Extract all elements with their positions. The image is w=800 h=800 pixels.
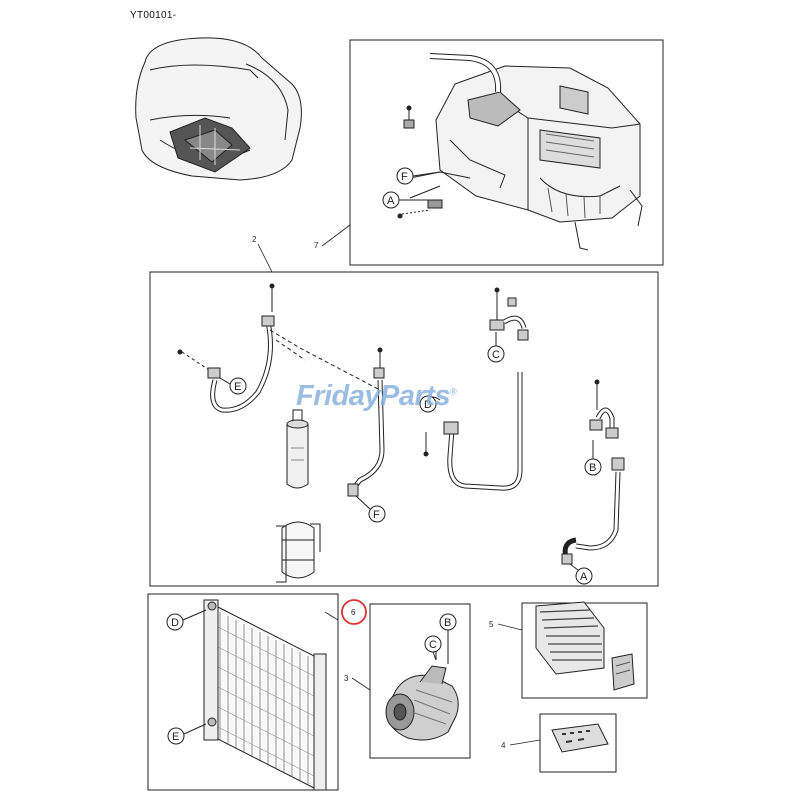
svg-text:A: A <box>580 571 588 583</box>
callout-b-compressor: B <box>439 613 457 640</box>
callout-f-hose: F <box>355 495 386 523</box>
watermark-logo: FridayParts® <box>296 380 457 413</box>
svg-text:B: B <box>589 462 596 474</box>
part-number-2: 2 <box>252 235 257 244</box>
air-filter <box>535 601 635 691</box>
svg-text:C: C <box>429 639 437 651</box>
svg-text:E: E <box>234 381 241 393</box>
watermark-brand: Friday <box>296 380 381 412</box>
compressor <box>385 640 459 741</box>
box-condenser <box>147 593 339 791</box>
svg-text:F: F <box>401 171 408 183</box>
svg-text:B: B <box>444 617 451 629</box>
box-compressor <box>369 603 471 759</box>
control-panel <box>551 723 609 753</box>
callout-markers: F A E C F D B <box>166 167 602 745</box>
watermark-brand-2: Parts <box>380 380 451 412</box>
hose-assembly-center <box>347 347 385 497</box>
highlight-circle <box>341 599 367 625</box>
callout-c-compressor: C <box>424 635 442 661</box>
svg-text:E: E <box>172 731 179 743</box>
box-hvac-unit <box>349 39 664 266</box>
callout-c-hose: C <box>487 332 505 363</box>
cab-illustration <box>135 37 302 181</box>
hose-assembly-right <box>561 379 625 565</box>
receiver-drier <box>286 409 309 489</box>
callout-b-hose: B <box>584 440 602 476</box>
part-number-4: 4 <box>501 741 506 750</box>
svg-text:C: C <box>492 349 500 361</box>
callout-d-hose: D <box>419 395 437 413</box>
condenser <box>203 599 327 791</box>
callout-e-hose: E <box>219 377 247 395</box>
part-number-6: 6 <box>351 608 356 617</box>
svg-text:D: D <box>171 617 179 629</box>
diagram-code: YT00101- <box>130 10 177 21</box>
svg-text:F: F <box>373 509 380 521</box>
callout-a-hose: A <box>569 563 593 585</box>
part-number-5: 5 <box>489 620 494 629</box>
svg-text:D: D <box>424 399 432 411</box>
part-number-3: 3 <box>344 674 349 683</box>
callout-e-condenser: E <box>167 723 207 745</box>
box-hoses <box>149 271 659 587</box>
callout-d-condenser: D <box>166 609 207 631</box>
hvac-unit <box>397 53 643 251</box>
callout-a-top: A <box>382 191 428 209</box>
mounting-bracket <box>276 521 321 583</box>
hose-assembly-mid <box>423 287 529 491</box>
box-control-panel <box>539 713 617 773</box>
svg-text:A: A <box>387 195 395 207</box>
watermark-registered: ® <box>450 386 457 397</box>
callout-f-top: F <box>396 167 441 185</box>
hose-assembly-left <box>177 283 381 413</box>
part-number-7: 7 <box>314 241 319 250</box>
